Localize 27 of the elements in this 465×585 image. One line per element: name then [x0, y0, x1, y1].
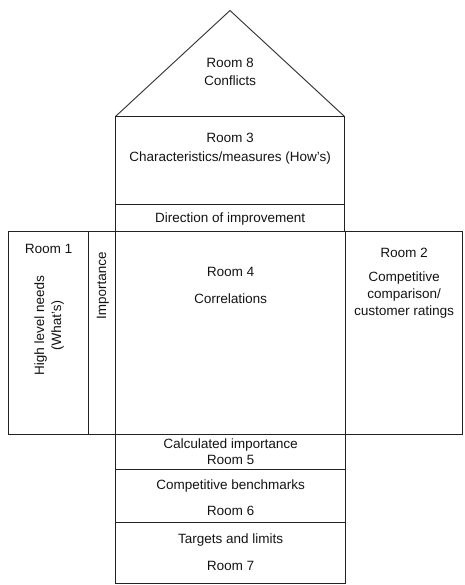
room-box	[115, 469, 346, 523]
room-label: Competitive comparison/ customer ratings	[353, 268, 455, 319]
room-box	[115, 434, 346, 470]
room-box	[88, 231, 116, 435]
room-label: Competitive benchmarks	[155, 476, 306, 493]
room-label: Room 6	[206, 502, 256, 519]
room-label: Targets and limits	[176, 530, 284, 547]
room-label: Room 3	[205, 129, 255, 146]
room-label: Direction of improvement	[154, 209, 306, 226]
room-label: Calculated importance	[162, 435, 299, 452]
room-box	[8, 231, 89, 435]
room-box	[115, 204, 345, 232]
room-label: Room 8	[205, 54, 255, 71]
room-box	[115, 522, 346, 584]
vertical-label: Importance	[93, 250, 110, 321]
room-label: Characteristics/measures (How’s)	[128, 148, 332, 165]
room-box	[115, 116, 345, 205]
room-label: Room 7	[206, 557, 256, 574]
room-label: Room 1	[24, 240, 74, 257]
room-label: Correlations	[193, 290, 268, 307]
room-label: Room 5	[206, 451, 256, 468]
room-label: Conflicts	[203, 72, 257, 89]
room-label: Room 4	[206, 263, 256, 280]
room-label: Room 2	[379, 244, 429, 261]
room-box	[345, 231, 463, 435]
roof-triangle	[115, 10, 345, 117]
vertical-label: High level needs (What’s)	[31, 274, 65, 377]
